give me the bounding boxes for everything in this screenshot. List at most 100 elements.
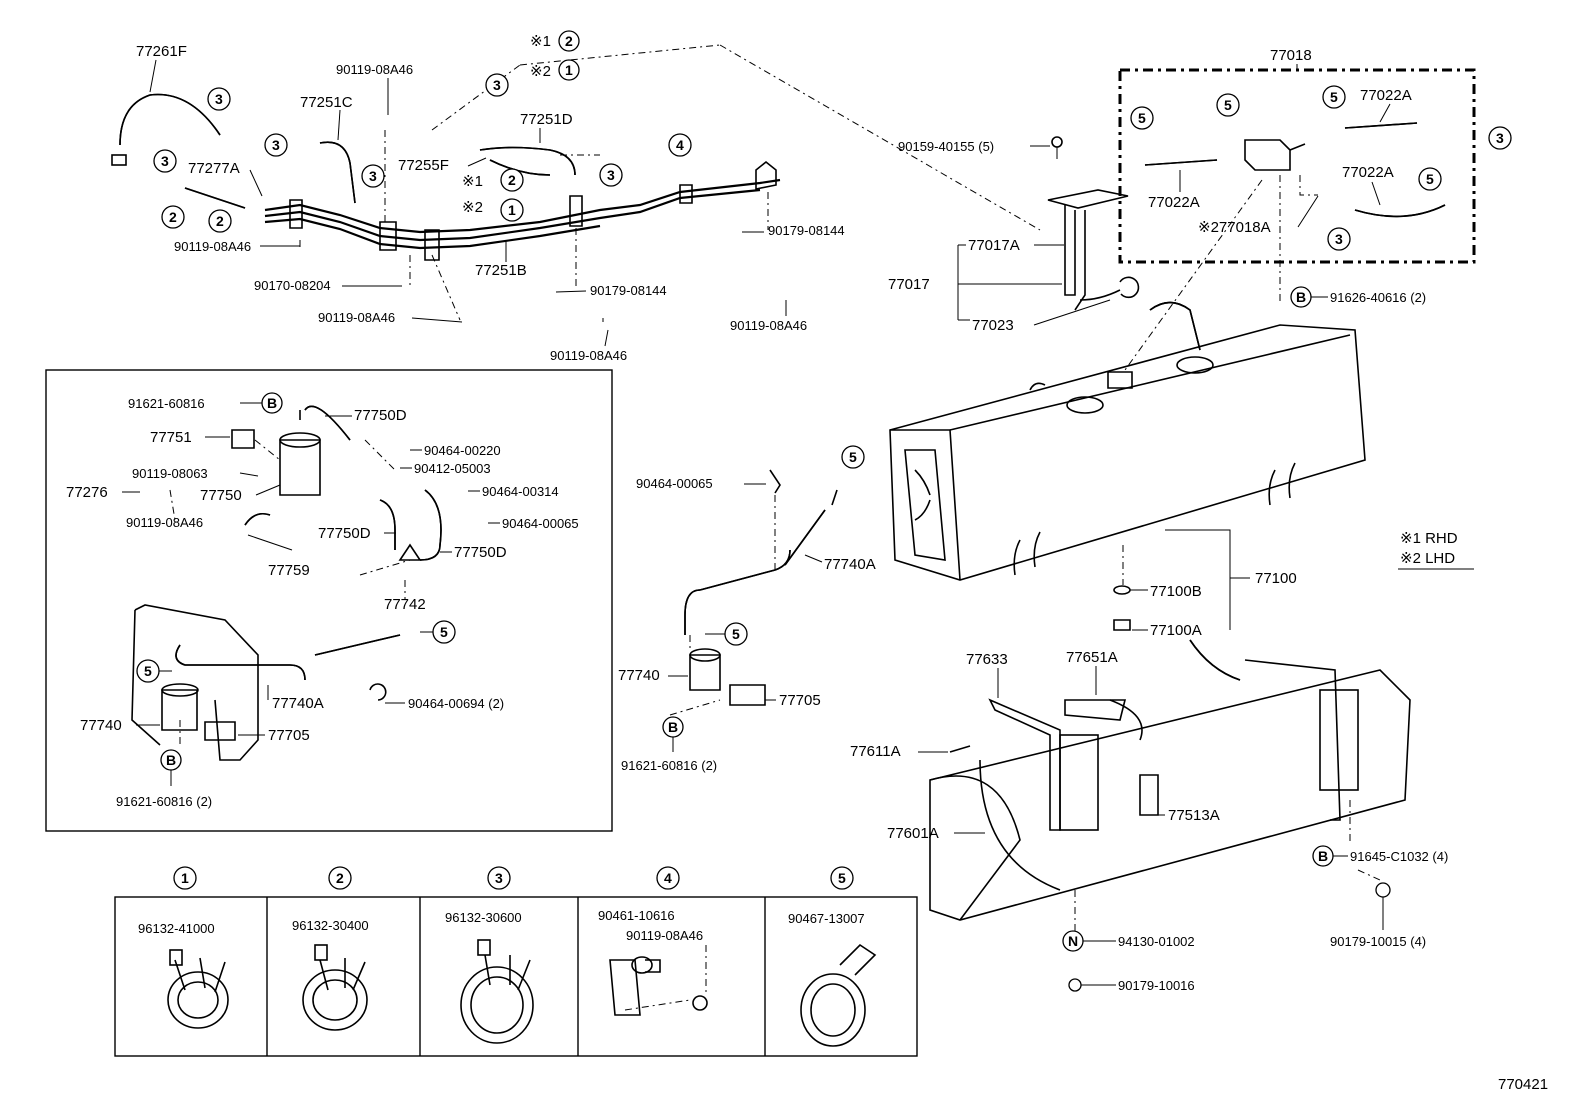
canister-filter-middle	[669, 469, 838, 716]
svg-text:B: B	[668, 719, 678, 735]
fuel-line-labels: 77261F 90119-08A46 77251C 77277A 90119-0…	[136, 33, 845, 363]
diagram-id: 770421	[1498, 1076, 1548, 1093]
clamp-4-part-b: 90119-08A46	[626, 928, 703, 943]
label-77750D-b: 77750D	[318, 525, 371, 542]
clamp-2-drawing	[302, 944, 368, 1031]
label-90119-08A46-b: 90119-08A46	[174, 239, 251, 254]
svg-text:B: B	[267, 395, 277, 411]
label-90464-00065-a: 90464-00065	[502, 516, 579, 531]
label-90464-00694: 90464-00694 (2)	[408, 696, 504, 711]
tank-labels: 77100B 77100A 77100 ※1 RHD ※2 LHD	[1113, 529, 1474, 639]
label-90119-08063: 90119-08063	[132, 466, 208, 481]
label-77633: 77633	[966, 651, 1008, 668]
svg-text:2: 2	[169, 209, 177, 225]
label-77651A: 77651A	[1066, 649, 1118, 666]
label-90170-08204: 90170-08204	[254, 278, 331, 293]
svg-text:5: 5	[732, 626, 740, 642]
label-77100A: 77100A	[1150, 622, 1202, 639]
svg-text:2: 2	[508, 172, 516, 188]
svg-text:B: B	[1318, 848, 1328, 864]
clamp-1-part: 96132-41000	[138, 921, 215, 936]
main-fuel-tank	[889, 301, 1366, 581]
label-77750D-a: 77750D	[354, 407, 407, 424]
svg-text:2: 2	[216, 213, 224, 229]
svg-text:2: 2	[565, 33, 573, 49]
svg-text:3: 3	[1335, 231, 1343, 247]
label-77277A: 77277A	[188, 160, 240, 177]
label-77742: 77742	[384, 596, 426, 613]
svg-text:3: 3	[495, 870, 503, 886]
label-77750: 77750	[200, 487, 242, 504]
svg-text:N: N	[1068, 933, 1078, 949]
label-91621-60816-b: 91621-60816 (2)	[116, 794, 212, 809]
sender-gauge-assembly: 90159-40155 (5) 77017A 77017 77023	[888, 136, 1140, 334]
label-77100B: 77100B	[1150, 583, 1202, 600]
label-77017: 77017	[888, 276, 930, 293]
fuel-line-assembly	[111, 44, 1041, 322]
svg-text:1: 1	[181, 870, 189, 886]
clamp-3-drawing	[460, 939, 534, 1044]
clamp-4-drawing	[609, 945, 708, 1016]
svg-text:5: 5	[1330, 89, 1338, 105]
label-90179-10015: 90179-10015 (4)	[1330, 934, 1426, 949]
svg-text:3: 3	[272, 137, 280, 153]
tank-mounting-assembly	[929, 639, 1411, 935]
label-90119-08A46-d: 90119-08A46	[550, 348, 627, 363]
clamp-reference-table: 1 2 3 4 5 96132-41000 96132-30400 96132-…	[114, 866, 918, 1057]
svg-text:3: 3	[161, 153, 169, 169]
svg-text:4: 4	[676, 137, 684, 153]
label-77750D-c: 77750D	[454, 544, 507, 561]
detail-box-canister	[45, 369, 613, 832]
svg-text:5: 5	[440, 624, 448, 640]
svg-text:3: 3	[369, 168, 377, 184]
svg-text:5: 5	[1426, 171, 1434, 187]
label-77740A-b: 77740A	[824, 556, 876, 573]
rhd-marker: ※1	[462, 173, 483, 190]
label-90179-08144-a: 90179-08144	[590, 283, 667, 298]
label-77740-b: 77740	[618, 667, 660, 684]
label-77255F: 77255F	[398, 157, 449, 174]
label-77251B: 77251B	[475, 262, 527, 279]
lhd-marker: ※2	[462, 199, 483, 216]
svg-text:3: 3	[493, 77, 501, 93]
label-90464-00314: 90464-00314	[482, 484, 559, 499]
svg-text:3: 3	[1496, 130, 1504, 146]
clamp-3-part: 96132-30600	[445, 910, 522, 925]
label-91621-60816-c: 91621-60816 (2)	[621, 758, 717, 773]
label-90464-00065-b: 90464-00065	[636, 476, 713, 491]
label-91621-60816-a: 91621-60816	[128, 396, 205, 411]
label-77100: 77100	[1255, 570, 1297, 587]
svg-text:1: 1	[508, 202, 516, 218]
detail-box-labels: 91621-60816 B 77750D 77751 90464-00220 9…	[66, 392, 579, 809]
clamp-5-drawing	[800, 943, 877, 1047]
svg-text:5: 5	[144, 663, 152, 679]
label-77705-b: 77705	[779, 692, 821, 709]
svg-text:5: 5	[849, 449, 857, 465]
label-77023: 77023	[972, 317, 1014, 334]
clamp-5-part: 90467-13007	[788, 911, 865, 926]
label-90179-08144-b: 90179-08144	[768, 223, 845, 238]
clamp-4-part-a: 90461-10616	[598, 908, 675, 923]
label-77611A: 77611A	[850, 743, 901, 760]
svg-text:3: 3	[215, 91, 223, 107]
label-77601A: 77601A	[887, 825, 939, 842]
svg-text:1: 1	[565, 62, 573, 78]
legend-lhd: ※2 LHD	[1400, 550, 1455, 567]
svg-text:5: 5	[1224, 97, 1232, 113]
label-90119-08A46-c: 90119-08A46	[318, 310, 395, 325]
vent-hose-group-77018: 77018 77022A 77022A 77022A ※277018A 5 5 …	[1118, 47, 1512, 371]
label-77513A: 77513A	[1168, 807, 1220, 824]
label-77251D: 77251D	[520, 111, 573, 128]
label-90159-40155: 90159-40155 (5)	[898, 139, 994, 154]
label-77705-a: 77705	[268, 727, 310, 744]
label-77022A-a: 77022A	[1360, 87, 1412, 104]
rhd-marker: ※1	[530, 33, 551, 50]
svg-text:5: 5	[1138, 110, 1146, 126]
canister-middle-labels: 90464-00065 5 77740A 5 77740 77705 B 916…	[618, 445, 876, 773]
label-77740A-a: 77740A	[272, 695, 324, 712]
svg-text:B: B	[1296, 289, 1306, 305]
label-77018A: ※277018A	[1198, 219, 1271, 236]
label-77759: 77759	[268, 562, 310, 579]
label-77261F: 77261F	[136, 43, 187, 60]
